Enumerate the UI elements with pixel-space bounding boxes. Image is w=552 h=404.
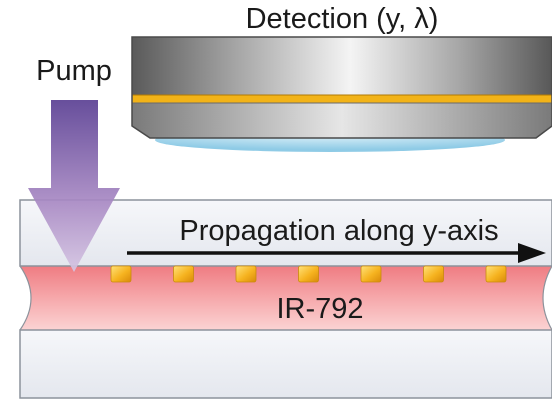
nanoparticle <box>173 265 194 283</box>
nanoparticle <box>423 265 444 283</box>
objective-body <box>132 37 552 95</box>
propagation-arrow <box>127 243 546 263</box>
objective-lens <box>131 36 552 152</box>
nanoparticle-row <box>110 265 507 283</box>
objective-stripe <box>132 95 552 103</box>
arrowhead-icon <box>518 243 546 263</box>
waveguide-stack <box>19 199 552 399</box>
nanoparticle <box>360 265 382 283</box>
nanoparticle <box>485 265 507 283</box>
top-glass-slab <box>19 199 552 267</box>
nanoparticle <box>298 265 319 283</box>
dye-layer <box>20 266 552 330</box>
pump-label: Pump <box>36 55 112 87</box>
dye-label: IR-792 <box>276 293 363 325</box>
nanoparticle <box>110 265 132 283</box>
nanoparticle <box>235 265 257 283</box>
pump-arrow <box>28 100 120 272</box>
objective-tip <box>131 102 552 139</box>
propagation-label: Propagation along y-axis <box>179 215 498 247</box>
bottom-glass-slab <box>19 329 552 399</box>
detection-label: Detection (y, λ) <box>246 3 439 35</box>
